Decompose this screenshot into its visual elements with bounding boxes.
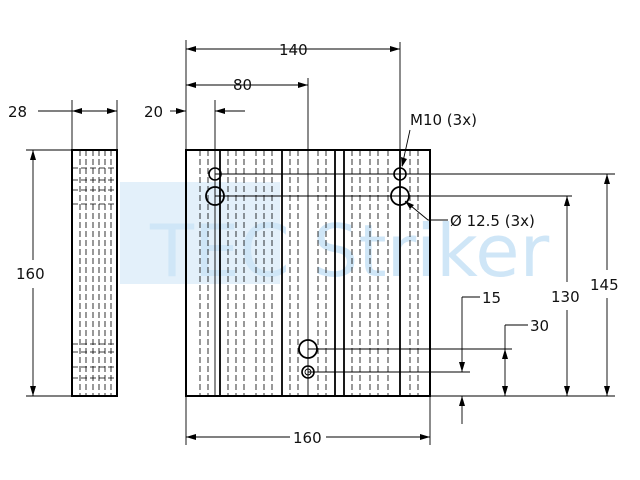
callout-bore: Ø 12.5 (3x) [450,212,535,230]
dim-145: 145 [590,276,619,294]
thread-hole-right [393,167,407,181]
dimension-lines [26,40,615,445]
callout-thread: M10 (3x) [410,111,477,129]
bore-hole-left [205,186,225,206]
dim-15: 15 [482,289,501,307]
side-view [71,149,118,397]
dim-130: 130 [551,288,580,306]
bore-hole-right [390,186,410,206]
dim-28: 28 [8,103,27,121]
dim-20: 20 [144,103,163,121]
dim-160-bottom: 160 [293,429,322,447]
dim-160-side: 160 [16,265,45,283]
thread-hole-left [208,167,222,181]
dim-80: 80 [233,76,252,94]
thread-hole-bottom [301,365,315,379]
watermark-text: TEC Striker [149,209,550,293]
dim-30: 30 [530,317,549,335]
dim-140: 140 [279,41,308,59]
bore-hole-bottom [298,339,318,359]
front-view [185,42,572,397]
